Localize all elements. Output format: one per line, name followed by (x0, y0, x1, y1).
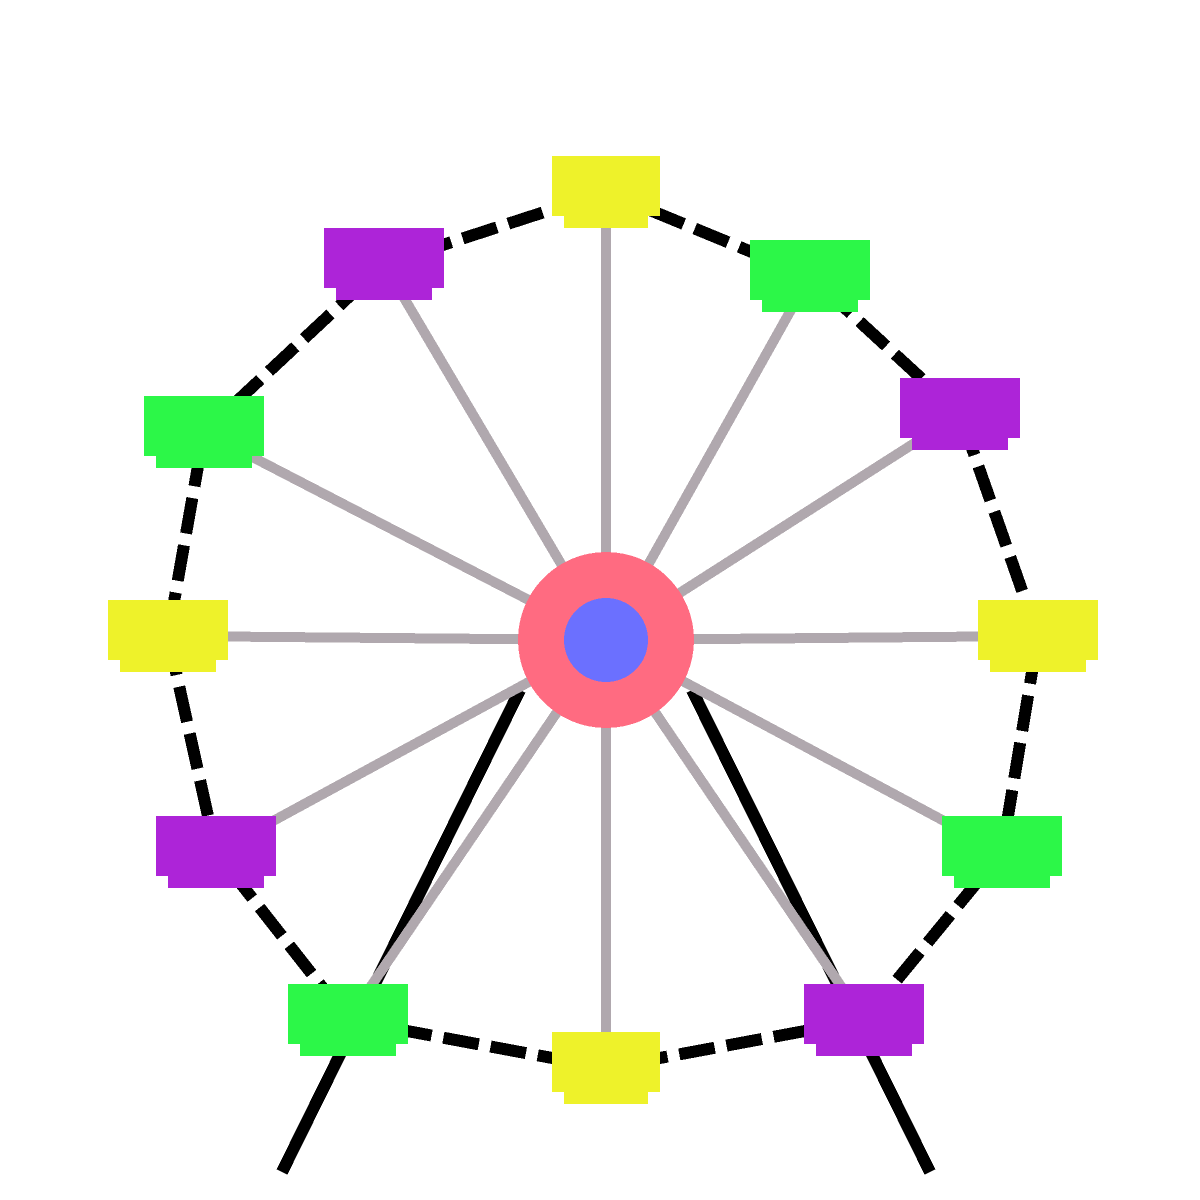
left-leg (276, 687, 526, 1175)
cabins (108, 156, 1098, 1104)
cabin-green (750, 240, 870, 312)
cabin-purple (804, 984, 924, 1056)
right-leg (686, 687, 936, 1175)
cabin-yellow (108, 600, 228, 672)
cabin-purple (900, 378, 1020, 450)
wheel-hub (518, 552, 694, 728)
cabin-yellow (978, 600, 1098, 672)
cabin-yellow (552, 1032, 660, 1104)
cabin-green (144, 396, 264, 468)
cabin-green (288, 984, 408, 1056)
hub-center (564, 598, 648, 682)
cabin-purple (324, 228, 444, 300)
cabin-yellow (552, 156, 660, 228)
support-legs (276, 687, 936, 1175)
cabin-purple (156, 816, 276, 888)
cabin-green (942, 816, 1062, 888)
